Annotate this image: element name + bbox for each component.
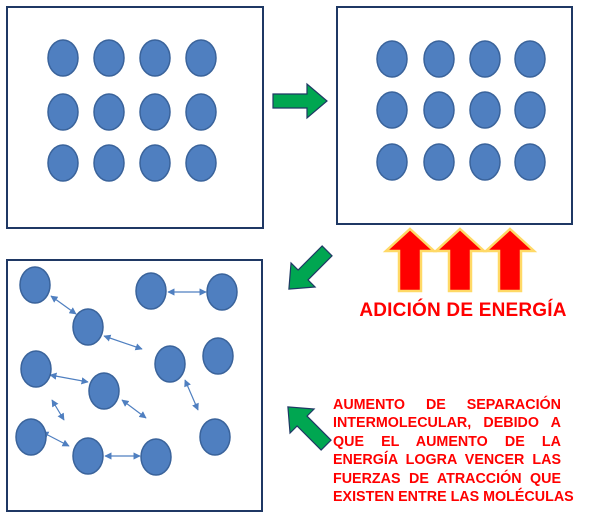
molecule — [514, 40, 546, 78]
molecule — [185, 144, 217, 182]
molecule — [514, 143, 546, 181]
molecule — [88, 372, 120, 410]
molecule — [514, 91, 546, 129]
molecule — [19, 266, 51, 304]
molecule — [47, 144, 79, 182]
red-up-arrow-icon — [382, 227, 438, 293]
molecule — [135, 272, 167, 310]
molecule — [206, 273, 238, 311]
molecule — [93, 144, 125, 182]
molecule — [469, 143, 501, 181]
molecule — [376, 143, 408, 181]
molecule — [93, 39, 125, 77]
green-arrow-icon — [287, 406, 332, 451]
red-up-arrow-icon — [482, 227, 538, 293]
double-headed-arrow-icon — [184, 379, 199, 411]
initial-state-box — [6, 6, 264, 229]
molecule — [185, 39, 217, 77]
molecule — [423, 40, 455, 78]
red-up-arrow-icon — [432, 227, 488, 293]
molecule — [139, 39, 171, 77]
molecule — [185, 93, 217, 131]
explanation-line: QUE EL AUMENTO DE LA — [333, 433, 561, 450]
green-arrow-icon — [288, 245, 333, 290]
molecule — [376, 91, 408, 129]
energy-addition-label: ADICIÓN DE ENERGÍA — [359, 300, 567, 321]
molecule — [20, 350, 52, 388]
molecule — [72, 308, 104, 346]
heated-state-molecules — [376, 40, 546, 181]
separated-state-molecules — [15, 266, 238, 476]
molecule — [423, 143, 455, 181]
molecule — [93, 93, 125, 131]
explanation-line: ENERGÍA LOGRA VENCER LAS — [333, 452, 561, 469]
molecule — [72, 437, 104, 475]
molecule — [469, 40, 501, 78]
double-headed-arrow-icon — [49, 372, 89, 385]
explanation-line: EXISTEN ENTRE LAS MOLÉCULAS — [333, 489, 574, 506]
molecule — [47, 39, 79, 77]
explanation-line: INTERMOLECULAR, DEBIDO A — [333, 415, 561, 432]
explanation-line: AUMENTO DE SEPARACIÓN — [333, 397, 561, 413]
molecule — [47, 93, 79, 131]
molecule — [154, 345, 186, 383]
molecule — [376, 40, 408, 78]
molecule — [423, 91, 455, 129]
double-headed-arrow-icon — [121, 399, 147, 419]
molecule — [139, 93, 171, 131]
green-arrow-icon — [272, 82, 328, 120]
explanation-text: AUMENTO DE SEPARACIÓN INTERMOLECULAR, DE… — [333, 396, 574, 506]
initial-state-molecules — [47, 39, 217, 182]
explanation-line: FUERZAS DE ATRACCIÓN QUE — [333, 470, 561, 487]
molecule — [199, 418, 231, 456]
double-headed-arrow-icon — [51, 399, 65, 421]
molecule — [139, 144, 171, 182]
double-headed-arrow-icon — [50, 295, 77, 315]
molecule — [469, 91, 501, 129]
molecule — [140, 438, 172, 476]
double-headed-arrow-icon — [103, 334, 143, 351]
molecule — [15, 418, 47, 456]
molecule — [202, 337, 234, 375]
